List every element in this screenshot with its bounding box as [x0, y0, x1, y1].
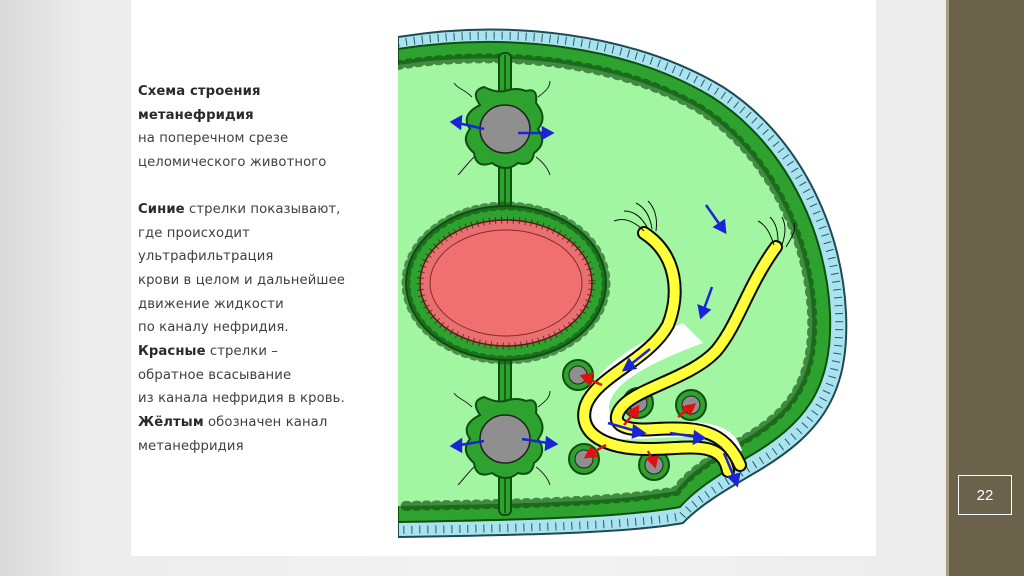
caption-spacer	[138, 175, 403, 198]
nephrostome-cilia	[613, 200, 795, 248]
upper-blood-vessel	[453, 80, 551, 176]
caption-red-line: из канала нефридия в кровь.	[138, 391, 345, 407]
blue-arrow-icon	[449, 437, 485, 454]
metanephridium-diagram	[398, 28, 848, 539]
blue-arrow-icon	[449, 114, 485, 131]
nephridium-canal	[577, 226, 783, 478]
blue-arrow-icon	[697, 286, 714, 320]
blue-arrow-icon	[518, 125, 555, 141]
blue-arrow-icon	[722, 452, 741, 488]
caption-red-line: Красные стрелки –	[138, 344, 278, 360]
caption-blue-line: Синие стрелки показывают,	[138, 201, 341, 217]
blue-arrow-icon	[704, 204, 727, 235]
red-arrow-icon	[645, 450, 659, 469]
red-arrow-icon	[583, 443, 607, 459]
blue-keyword: Синие	[138, 201, 185, 217]
diagram-caption: Схема строения метанефридия на поперечно…	[138, 80, 403, 459]
blue-arrows	[449, 114, 741, 488]
red-arrow-icon	[579, 372, 603, 387]
blue-arrow-icon	[607, 421, 647, 439]
page-number: 22	[958, 475, 1012, 515]
red-arrows	[579, 372, 697, 469]
blue-arrow-icon	[669, 429, 707, 446]
sidebar-edge	[946, 0, 949, 576]
caption-blue-line: крови в целом и дальнейшее	[138, 272, 345, 288]
epithelium-cell-scallops	[398, 53, 818, 511]
gut	[401, 201, 611, 365]
caption-yellow-line: Жёлтым обозначен канал	[138, 415, 328, 431]
caption-subtitle-line: на поперечном срезе	[138, 131, 289, 147]
caption-title-line: Схема строения	[138, 84, 261, 99]
yellow-keyword: Жёлтым	[138, 415, 204, 431]
lower-blood-vessel	[453, 390, 551, 486]
caption-blue-line: по каналу нефридия.	[138, 320, 289, 336]
red-arrow-icon	[677, 403, 697, 418]
caption-yellow-line: метанефридия	[138, 438, 244, 454]
red-arrow-icon	[623, 404, 640, 426]
caption-blue-line: движение жидкости	[138, 296, 284, 312]
blue-arrow-icon	[621, 348, 651, 372]
caption-blue-line: где происходит	[138, 225, 250, 241]
caption-red-line: обратное всасывание	[138, 367, 292, 383]
caption-title-line: метанефридия	[138, 107, 254, 123]
caption-blue-line: ультрафильтрация	[138, 249, 274, 265]
caption-subtitle-line: целомического животного	[138, 155, 327, 171]
red-keyword: Красные	[138, 344, 206, 360]
blue-arrow-icon	[521, 435, 559, 452]
